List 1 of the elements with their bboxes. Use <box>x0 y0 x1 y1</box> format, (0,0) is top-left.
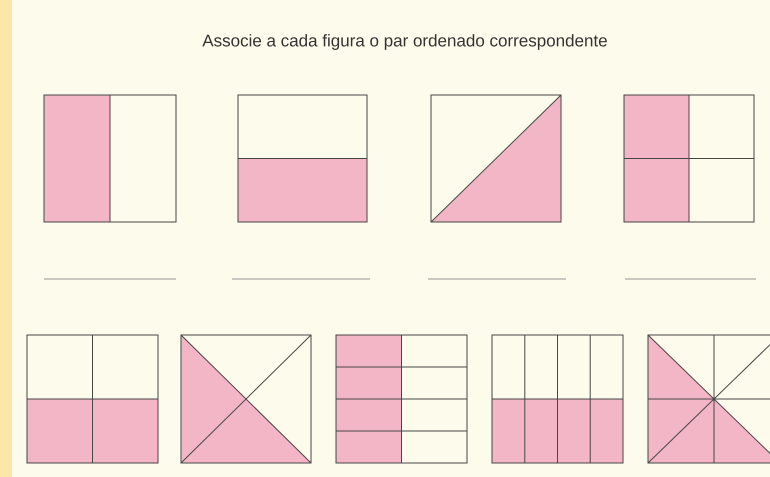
title: Associe a cada figura o par ordenado correspondente <box>202 34 607 50</box>
